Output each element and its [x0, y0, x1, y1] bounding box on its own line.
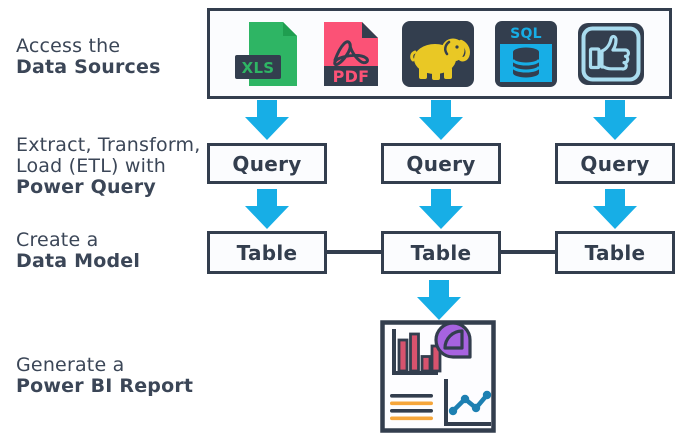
table-label: Table — [236, 240, 298, 265]
xls-file-fold — [282, 21, 297, 36]
table-box-1: Table — [207, 231, 327, 274]
elephant-eye — [455, 44, 460, 49]
pdf-band — [323, 65, 378, 86]
down-arrow-icon — [593, 189, 637, 229]
query-label: Query — [232, 151, 302, 176]
label-line-bold: Data Sources — [16, 56, 161, 78]
query-label: Query — [580, 151, 650, 176]
elephant-ear — [444, 40, 451, 55]
data-sources-box: XLS PDF SQL — [207, 8, 672, 99]
label-create-data-model: Create a Data Model — [16, 230, 140, 272]
label-line-bold: Power BI Report — [16, 375, 194, 397]
down-arrow-icon — [419, 189, 463, 229]
query-box-1: Query — [207, 143, 327, 184]
bar-chart-axes — [392, 329, 438, 375]
text-line — [390, 401, 433, 406]
pdf-file-fold — [361, 21, 378, 38]
query-box-2: Query — [381, 143, 501, 184]
pdf-acrobat-swirl — [332, 39, 369, 66]
xls-badge — [234, 54, 281, 79]
powerbi-report-icon — [380, 320, 496, 433]
label-line: Generate a — [16, 354, 125, 376]
line-point — [460, 394, 470, 404]
line-series — [450, 392, 490, 414]
thumb-tile — [578, 22, 645, 85]
text-line — [390, 394, 433, 398]
down-arrow-icon — [245, 100, 289, 140]
down-arrow-icon — [593, 100, 637, 140]
pdf-file-icon: PDF — [323, 21, 378, 86]
label-line-bold: Power Query — [16, 176, 156, 198]
elephant-tail — [410, 50, 417, 61]
table-relationship-line — [499, 250, 557, 254]
line-point — [471, 403, 481, 413]
thumb-frame — [581, 26, 641, 81]
text-line — [390, 416, 433, 421]
label-line: Load (ETL) with — [16, 155, 166, 177]
pie-slice — [443, 329, 464, 350]
table-label: Table — [584, 240, 646, 265]
label-line-bold: Data Model — [16, 250, 141, 272]
down-arrow-icon — [417, 280, 461, 320]
elephant-leg — [432, 69, 441, 80]
table-box-3: Table — [555, 231, 675, 274]
sql-database-icon: SQL — [495, 20, 558, 87]
hadoop-elephant-icon — [402, 20, 475, 87]
xls-badge-label: XLS — [241, 59, 274, 77]
line-chart-axes — [444, 379, 491, 426]
elephant-leg — [444, 66, 453, 79]
bar — [397, 338, 409, 373]
thumb-cuff — [589, 46, 601, 69]
down-arrow-icon — [245, 189, 289, 229]
table-relationship-line — [325, 250, 383, 254]
line-point — [482, 390, 492, 400]
label-generate-powerbi-report: Generate a Power BI Report — [16, 355, 193, 397]
pdf-band-label: PDF — [332, 67, 369, 86]
label-line: Extract, Transform, — [16, 134, 201, 156]
table-box-2: Table — [381, 231, 501, 274]
elephant-trunk — [458, 39, 471, 61]
down-arrow-icon — [419, 100, 463, 140]
thumb-hand — [600, 34, 631, 71]
xls-file-icon: XLS — [234, 21, 297, 86]
bar — [409, 332, 420, 373]
text-line — [390, 409, 433, 413]
label-line: Access the — [16, 35, 121, 57]
line-point — [448, 406, 458, 416]
db-cylinder-ring — [511, 65, 541, 72]
label-etl-power-query: Extract, Transform, Load (ETL) with Powe… — [16, 135, 200, 198]
table-label: Table — [410, 240, 472, 265]
label-access-data-sources: Access the Data Sources — [16, 36, 161, 78]
elephant-leg — [419, 66, 428, 79]
db-cylinder-top — [513, 47, 540, 56]
label-line: Create a — [16, 229, 99, 251]
sql-label: SQL — [510, 26, 542, 42]
thumbs-up-icon — [578, 22, 645, 85]
query-box-3: Query — [555, 143, 675, 184]
query-label: Query — [406, 151, 476, 176]
bar — [420, 355, 432, 373]
db-cylinder-ring — [511, 58, 541, 65]
